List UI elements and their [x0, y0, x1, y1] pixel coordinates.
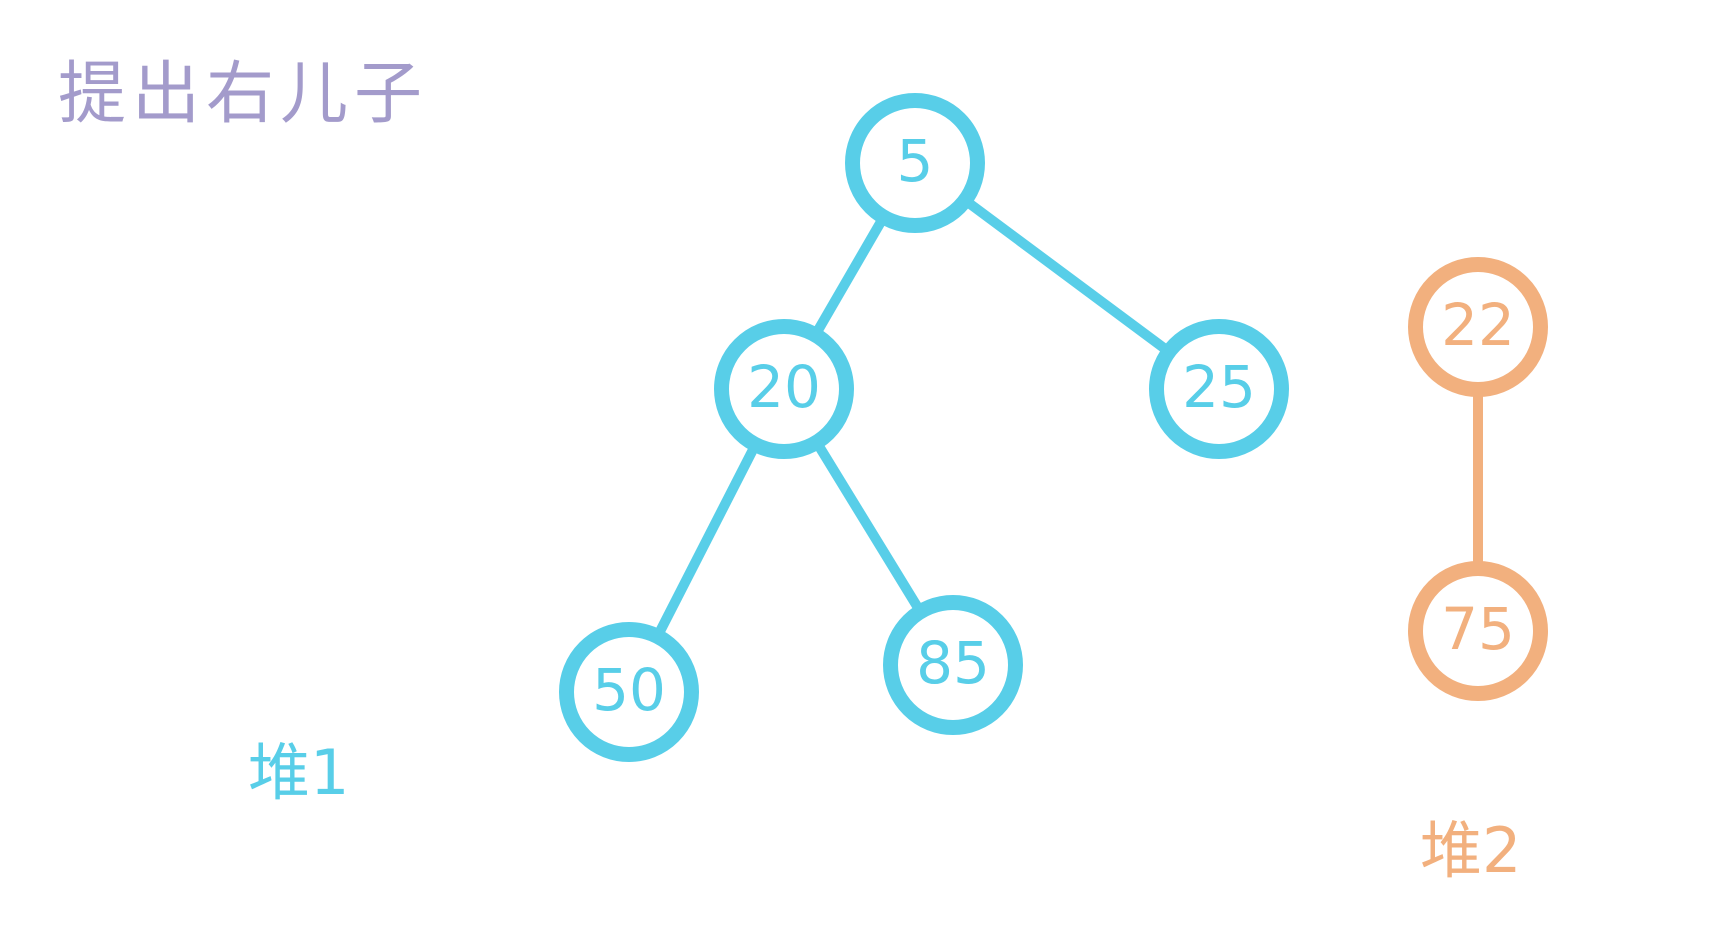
heap1-node-20: 20	[714, 319, 854, 459]
heap1-node-value: 50	[592, 656, 666, 724]
heap1-node-25: 25	[1149, 319, 1289, 459]
nodes-layer: 5 20 25 50 85 22 75	[559, 93, 1548, 762]
heap2-node-circle	[1408, 257, 1548, 397]
heap1-node-circle	[714, 319, 854, 459]
heap2-node-circle	[1408, 561, 1548, 701]
heap1-node-circle	[883, 595, 1023, 735]
diagram-title: 提出右儿子	[58, 55, 429, 134]
heap2-node-value: 22	[1441, 291, 1515, 359]
heap1-node-value: 85	[916, 629, 990, 697]
heap1-node-circle	[559, 622, 699, 762]
heap2-node-75: 75	[1408, 561, 1548, 701]
heap2-node-value: 75	[1441, 595, 1515, 663]
heap1-node-50: 50	[559, 622, 699, 762]
heap1-node-value: 20	[747, 353, 821, 421]
heap1-node-85: 85	[883, 595, 1023, 735]
heap1-node-5: 5	[845, 93, 985, 233]
heap1-node-circle	[845, 93, 985, 233]
heap2-node-22: 22	[1408, 257, 1548, 397]
heap1-label: 堆1	[248, 736, 350, 809]
heap2-label: 堆2	[1420, 814, 1522, 887]
heap1-node-value: 5	[897, 127, 934, 195]
heap1-node-circle	[1149, 319, 1289, 459]
heap1-node-value: 25	[1182, 353, 1256, 421]
